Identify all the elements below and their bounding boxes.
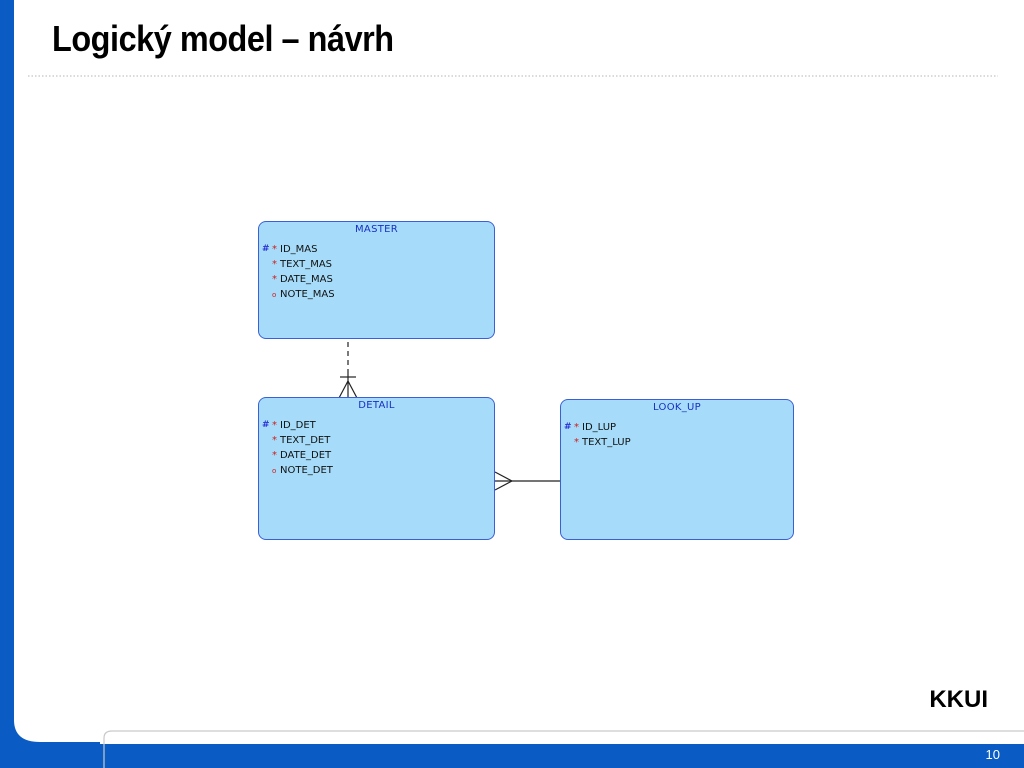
attribute-name: NOTE_DET [280, 465, 333, 476]
attribute-name: NOTE_MAS [280, 289, 335, 300]
attribute-row: * TEXT_DET [259, 433, 494, 448]
attribute-name: ID_DET [280, 420, 316, 431]
attribute-row: o NOTE_MAS [259, 287, 494, 302]
footer-outline [103, 730, 1024, 768]
brand-label: KKUI [929, 686, 988, 713]
attribute-name: TEXT_MAS [280, 259, 333, 270]
attribute-row: o NOTE_DET [259, 463, 494, 478]
attribute-row: # * ID_LUP [561, 420, 793, 435]
optional-mark: o [272, 467, 277, 475]
required-mark: * [574, 422, 579, 433]
attribute-row: * DATE_MAS [259, 272, 494, 287]
entity-lookup[interactable]: LOOK_UP # * ID_LUP * TEXT_LUP [560, 399, 794, 540]
required-mark: * [272, 244, 277, 255]
relationship-master-detail [338, 342, 358, 399]
attribute-row: # * ID_MAS [259, 242, 494, 257]
entity-detail[interactable]: DETAIL # * ID_DET * TEXT_DET * DATE_DET … [258, 397, 495, 540]
attribute-list: # * ID_LUP * TEXT_LUP [561, 420, 793, 450]
attribute-row: * TEXT_MAS [259, 257, 494, 272]
attribute-name: DATE_DET [280, 450, 332, 461]
page-number: 10 [985, 747, 1000, 762]
slide-title: Logický model – návrh [52, 18, 394, 59]
crow-foot-bottom [494, 480, 513, 491]
attribute-name: DATE_MAS [280, 274, 333, 285]
attribute-list: # * ID_DET * TEXT_DET * DATE_DET o NOTE_… [259, 418, 494, 478]
entity-title: MASTER [355, 224, 398, 235]
required-mark: * [272, 259, 277, 270]
required-mark: * [272, 420, 277, 431]
attribute-name: TEXT_DET [280, 435, 331, 446]
attribute-list: # * ID_MAS * TEXT_MAS * DATE_MAS o NOTE_… [259, 242, 494, 302]
attribute-row: * DATE_DET [259, 448, 494, 463]
entity-title: LOOK_UP [653, 402, 701, 413]
crow-foot-left [338, 380, 349, 399]
attribute-name: TEXT_LUP [582, 437, 631, 448]
entity-master[interactable]: MASTER # * ID_MAS * TEXT_MAS * DATE_MAS … [258, 221, 495, 339]
primary-key-mark: # [564, 422, 572, 432]
required-mark: * [272, 450, 277, 461]
crow-foot-right [347, 380, 358, 399]
attribute-row: * TEXT_LUP [561, 435, 793, 450]
primary-key-mark: # [262, 420, 270, 430]
entity-title: DETAIL [358, 400, 395, 411]
attribute-row: # * ID_DET [259, 418, 494, 433]
required-mark: * [574, 437, 579, 448]
attribute-name: ID_MAS [280, 244, 318, 255]
crow-foot-top [494, 471, 513, 482]
footer-band [0, 744, 1024, 768]
sidebar-curve [14, 720, 100, 744]
primary-key-mark: # [262, 244, 270, 254]
attribute-name: ID_LUP [582, 422, 617, 433]
relationship-lookup-detail [494, 471, 561, 491]
required-mark: * [272, 435, 277, 446]
optional-mark: o [272, 291, 277, 299]
sidebar-bar [0, 0, 14, 768]
required-mark: * [272, 274, 277, 285]
